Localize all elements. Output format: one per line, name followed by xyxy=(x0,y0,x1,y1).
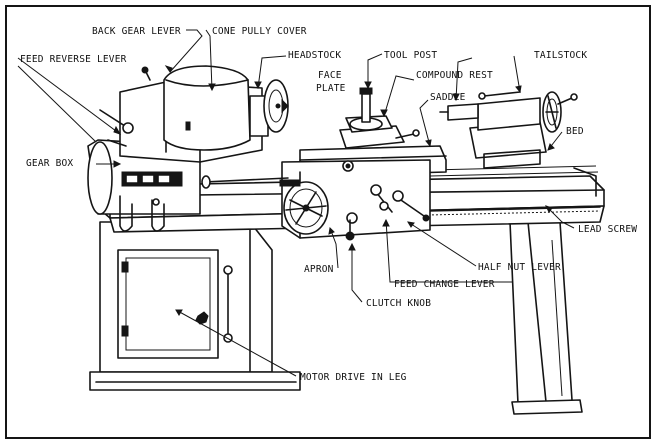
label-face-plate-line2: PLATE xyxy=(316,83,346,94)
diagram-frame xyxy=(5,5,651,439)
label-motor-drive-in-leg: MOTOR DRIVE IN LEG xyxy=(300,372,407,383)
compound-rest xyxy=(339,87,420,149)
label-lead-screw: LEAD SCREW xyxy=(578,224,637,235)
label-apron: APRON xyxy=(304,264,334,275)
label-back-gear-lever: BACK GEAR LEVER xyxy=(92,26,181,37)
leader-lines xyxy=(17,29,575,377)
label-feed-change-lever: FEED CHANGE LEVER xyxy=(394,279,495,290)
left-leg-cabinet xyxy=(89,221,301,391)
label-bed: BED xyxy=(566,126,584,137)
label-feed-reverse-lever: FEED REVERSE LEVER xyxy=(20,54,127,65)
tailstock xyxy=(439,91,578,169)
label-saddle: SADDLE xyxy=(430,92,466,103)
label-face-plate-line1: FACE xyxy=(318,70,342,81)
label-headstock: HEADSTOCK xyxy=(288,50,341,61)
label-tailstock: TAILSTOCK xyxy=(534,50,587,61)
label-compound-rest: COMPOUND REST xyxy=(416,70,493,81)
label-half-nut-lever: HALF NUT LEVER xyxy=(478,262,561,273)
label-gear-box: GEAR BOX xyxy=(26,158,73,169)
headstock xyxy=(99,65,289,163)
label-clutch-knob: CLUTCH KNOB xyxy=(366,298,431,309)
right-leg xyxy=(509,221,583,415)
carriage xyxy=(201,145,447,241)
label-tool-post: TOOL POST xyxy=(384,50,437,61)
label-cone-pully-cover: CONE PULLY COVER xyxy=(212,26,307,37)
